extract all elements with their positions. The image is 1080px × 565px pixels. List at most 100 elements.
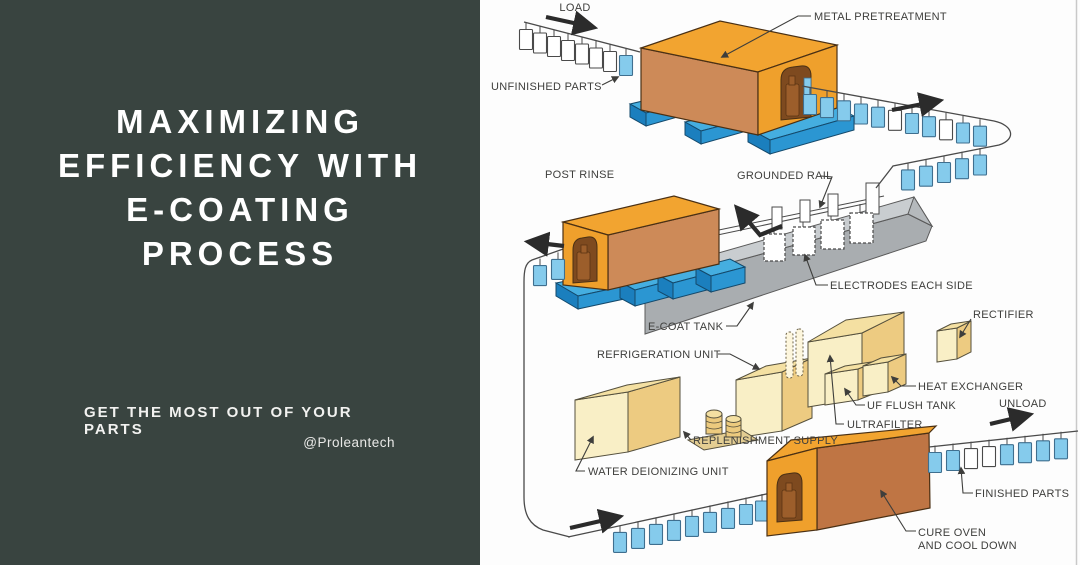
electrode-plate [763, 233, 786, 262]
label-load: LOAD [559, 2, 590, 14]
unload-conveyor [927, 407, 1079, 474]
conveyor-part [532, 25, 548, 54]
conveyor-part [630, 520, 646, 549]
title-line-2: EFFICIENCY WITH [57, 147, 423, 184]
conveyor-part [999, 437, 1015, 466]
label-electrodes-each-side: ELECTRODES EACH SIDE [830, 280, 973, 292]
heat-exchanger-unit [862, 353, 907, 397]
conveyor-direction-arrow [733, 204, 783, 238]
rail-hanger [827, 193, 839, 217]
conveyor-part [560, 32, 576, 62]
ultrafilter-pipe [795, 328, 804, 377]
conveyor-part [981, 439, 997, 468]
conveyor-part [918, 158, 934, 187]
label-water-deionizing-unit: WATER DEIONIZING UNIT [588, 466, 729, 478]
conveyor-part [684, 508, 700, 537]
hanging-part-silhouette [576, 251, 591, 281]
post-rinse-station [523, 195, 783, 310]
title-line-3: E-COATING [126, 191, 354, 228]
hanging-part-hook [788, 75, 796, 86]
conveyor-part [618, 47, 634, 77]
conveyor-part [927, 444, 943, 474]
electrode-plate [820, 219, 845, 250]
label-cure-oven-line2: AND COOL DOWN [918, 540, 1017, 552]
label-cure-oven-line1: CURE OVEN [918, 527, 986, 539]
ecoating-diagram-svg: LOAD METAL PRETREATMENT UNFINISHED PARTS… [491, 0, 1079, 565]
title-line-4: PROCESS [141, 235, 339, 272]
refrigeration-unit [735, 357, 813, 439]
conveyor-part [963, 441, 979, 470]
electrode-plate [849, 212, 874, 244]
leader-lines [575, 15, 973, 532]
label-finished-parts: FINISHED PARTS [975, 488, 1069, 500]
conveyor-part [936, 154, 952, 184]
conveyor-loop-line [523, 247, 571, 538]
label-grounded-rail: GROUNDED RAIL [737, 170, 833, 182]
label-post-rinse: POST RINSE [545, 169, 614, 181]
e-coat-tank-end-wedge [907, 195, 934, 228]
conveyor-part [1017, 435, 1033, 464]
label-uf-flush-tank: UF FLUSH TANK [867, 400, 956, 412]
conveyor-direction-arrow [891, 92, 945, 117]
conveyor-part [666, 512, 682, 541]
conveyor-part [574, 36, 590, 65]
label-replenishment-supply: REPLENISHMENT SUPPLY [693, 435, 838, 447]
conveyor-part [921, 109, 937, 138]
label-rectifier: RECTIFIER [973, 309, 1034, 321]
cure-oven-front [816, 432, 931, 531]
conveyor-part [702, 504, 718, 533]
hanging-part-silhouette [785, 83, 800, 117]
label-refrigeration-unit: REFRIGERATION UNIT [597, 349, 721, 361]
hanging-part-silhouette [781, 489, 797, 519]
rinse-tank-face [710, 266, 746, 293]
conveyor-part [870, 99, 886, 128]
cover-subtitle: GET THE MOST OUT OF YOUR PARTS [84, 404, 353, 438]
hanging-part-hook [785, 482, 793, 492]
title-line-1: MAXIMIZING [116, 103, 364, 140]
unload-direction-arrow [989, 407, 1035, 432]
ecoating-diagram: LOAD METAL PRETREATMENT UNFINISHED PARTS… [480, 0, 1080, 565]
conveyor-part [955, 115, 971, 144]
metal-pretreatment-station [628, 20, 856, 155]
conveyor-part [588, 40, 604, 69]
post-pretreatment-conveyor [801, 85, 1012, 191]
rail-hanger [799, 199, 811, 223]
conveyor-part [648, 516, 664, 545]
water-deionizing-unit-box [574, 376, 681, 461]
conveyor-part [532, 258, 548, 287]
cure-conveyor [567, 490, 781, 553]
support-platform-face [769, 115, 855, 155]
cover-panel: MAXIMIZING EFFICIENCY WITH E-COATING PRO… [0, 0, 480, 565]
conveyor-part [904, 105, 920, 135]
conveyor-part [1053, 431, 1069, 460]
conveyor-part [1035, 433, 1051, 462]
conveyor-part [945, 442, 961, 472]
replenishment-supply-drums [686, 409, 760, 451]
page-title: MAXIMIZING EFFICIENCY WITH E-COATING PRO… [0, 100, 480, 276]
label-heat-exchanger: HEAT EXCHANGER [918, 381, 1023, 393]
load-conveyor [518, 10, 641, 77]
conveyor-part [612, 524, 628, 553]
label-unload: UNLOAD [999, 398, 1047, 410]
conveyor-part [836, 93, 852, 122]
conveyor-part [602, 43, 618, 73]
grounded-rail [707, 182, 885, 262]
conveyor-direction-arrow [523, 231, 565, 257]
brand-handle: @Proleantech [303, 435, 395, 450]
conveyor-part [720, 500, 736, 529]
conveyor-part [738, 496, 754, 526]
label-ultrafilter: ULTRAFILTER [847, 419, 923, 431]
ultrafilter-pipe [785, 331, 794, 379]
ultrafilter-unit [785, 311, 905, 408]
conveyor-part [972, 118, 988, 147]
electrode-plate [792, 226, 816, 256]
conveyor-part [900, 162, 916, 191]
label-e-coat-tank: E-COAT TANK [648, 321, 724, 333]
conveyor-part [954, 151, 970, 180]
load-direction-arrow [545, 10, 599, 36]
conveyor-part [972, 147, 988, 176]
conveyor-part [938, 112, 954, 141]
conveyor-part [853, 96, 869, 125]
label-metal-pretreatment: METAL PRETREATMENT [814, 11, 947, 23]
